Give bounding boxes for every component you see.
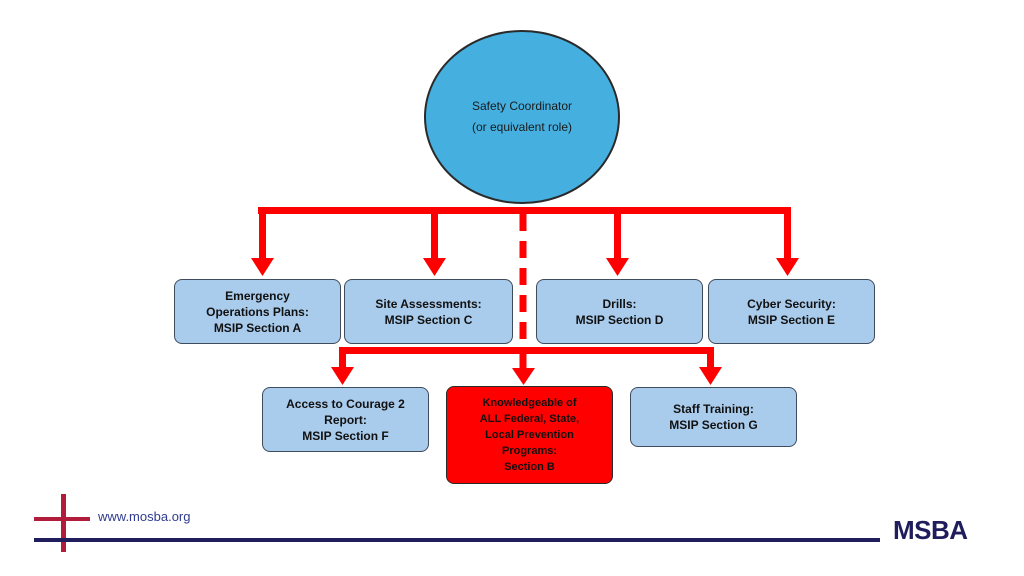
arrow-knowledgeable [512, 368, 535, 385]
drop-training [707, 350, 714, 369]
top-branch-bar [258, 207, 791, 214]
arrow-eop [251, 258, 274, 276]
arrow-courage [331, 367, 354, 385]
box-line: Section B [504, 461, 555, 473]
drop-site [431, 210, 438, 260]
arrow-drills [606, 258, 629, 276]
box-line: Cyber Security: [747, 296, 836, 311]
box-line: Report: [324, 412, 367, 427]
footer-divider [34, 538, 880, 542]
plus-mark-vertical [61, 494, 66, 552]
box-site-assessments: Site Assessments: MSIP Section C [344, 279, 513, 344]
box-line: Programs: [501, 445, 558, 457]
box-line: MSIP Section F [302, 428, 389, 443]
plus-mark-horizontal [34, 517, 90, 521]
box-access-to-courage: Access to Courage 2 Report: MSIP Section… [262, 387, 429, 452]
safety-coordinator-node: Safety Coordinator (or equivalent role) [424, 30, 620, 204]
box-line: Operations Plans: [206, 304, 309, 319]
box-cyber-security: Cyber Security: MSIP Section E [708, 279, 875, 344]
box-line: MSIP Section D [575, 312, 664, 327]
box-line: MSIP Section E [747, 312, 836, 327]
msba-logo: MSBA [893, 515, 968, 545]
box-line: Local Prevention [485, 429, 574, 441]
box-line: Access to Courage 2 [286, 396, 405, 411]
box-line: Knowledgeable of [482, 397, 577, 409]
box-line: MSIP Section C [384, 312, 473, 327]
box-line: Staff Training: [673, 402, 754, 416]
trunk-to-knowledgeable [519, 350, 527, 370]
box-staff-training: Staff Training: MSIP Section G [630, 387, 797, 447]
footer-url-link[interactable]: www.mosba.org [98, 509, 191, 524]
box-line: Emergency [225, 288, 290, 303]
drop-eop [259, 210, 266, 260]
arrow-cyber [776, 258, 799, 276]
box-line: MSIP Section A [213, 320, 302, 335]
box-knowledgeable-of-programs: Knowledgeable of ALL Federal, State, Loc… [446, 386, 613, 484]
drop-courage [339, 350, 346, 369]
drop-cyber [784, 210, 791, 260]
box-emergency-operations-plans: Emergency Operations Plans: MSIP Section… [174, 279, 341, 344]
box-line: ALL Federal, State, [479, 413, 580, 425]
coordinator-line-1: Safety Coordinator [471, 99, 573, 113]
box-line: Site Assessments: [375, 296, 482, 311]
box-line: Drills: [602, 296, 637, 311]
box-drills: Drills: MSIP Section D [536, 279, 703, 344]
box-line: MSIP Section G [669, 418, 758, 432]
coordinator-line-2: (or equivalent role) [471, 120, 573, 134]
lower-branch-bar [339, 347, 714, 354]
drop-drills [614, 210, 621, 260]
arrow-training [699, 367, 722, 385]
arrow-site [423, 258, 446, 276]
